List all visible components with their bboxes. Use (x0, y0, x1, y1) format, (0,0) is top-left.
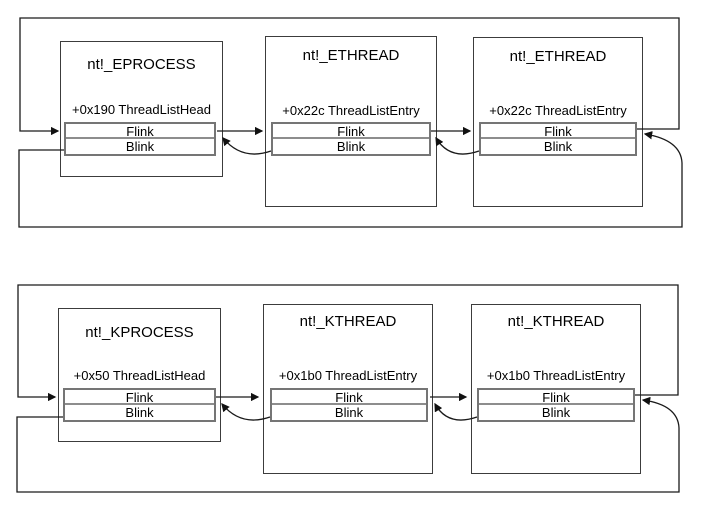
blink-cell: Blink (541, 405, 571, 420)
blink-cell: Blink (125, 139, 155, 154)
offset-field-label: +0x22c ThreadListEntry (489, 103, 627, 118)
list-entry-rows: Flink Blink (63, 388, 216, 422)
offset-field-label: +0x190 ThreadListHead (72, 102, 211, 117)
flink-cell: Flink (481, 124, 635, 139)
offset-field-label: +0x1b0 ThreadListEntry (486, 368, 626, 383)
blink-arrow-t1-to-head (222, 137, 272, 155)
list-entry-rows: Flink Blink (479, 122, 637, 156)
flink-cell: Flink (479, 390, 633, 405)
blink-cell: Blink (543, 139, 573, 154)
flink-cell: Flink (65, 390, 214, 405)
struct-title: nt!_KTHREAD (299, 313, 397, 330)
offset-field-label: +0x22c ThreadListEntry (282, 103, 420, 118)
struct-title: nt!_KPROCESS (85, 324, 194, 341)
flink-cell: Flink (273, 124, 429, 139)
flink-cell: Flink (272, 390, 426, 405)
struct-title: nt!_ETHREAD (302, 47, 400, 64)
kthread-box-2: nt!_KTHREAD +0x1b0 ThreadListEntry Flink… (471, 304, 641, 474)
blink-cell: Blink (334, 405, 364, 420)
ethread-box-2: nt!_ETHREAD +0x22c ThreadListEntry Flink… (473, 37, 643, 207)
kthread-box-1: nt!_KTHREAD +0x1b0 ThreadListEntry Flink… (263, 304, 433, 474)
blink-cell: Blink (336, 139, 366, 154)
list-entry-rows: Flink Blink (270, 388, 428, 422)
blink-cell: Blink (125, 405, 154, 420)
eprocess-box: nt!_EPROCESS +0x190 ThreadListHead Flink… (60, 41, 223, 177)
list-entry-rows: Flink Blink (271, 122, 431, 156)
struct-title: nt!_ETHREAD (509, 48, 607, 65)
list-entry-rows: Flink Blink (477, 388, 635, 422)
offset-field-label: +0x50 ThreadListHead (73, 368, 206, 383)
flink-cell: Flink (66, 124, 214, 139)
struct-title: nt!_KTHREAD (507, 313, 605, 330)
kprocess-box: nt!_KPROCESS +0x50 ThreadListHead Flink … (58, 308, 221, 442)
list-entry-rows: Flink Blink (64, 122, 216, 156)
struct-title: nt!_EPROCESS (87, 56, 196, 73)
ethread-box-1: nt!_ETHREAD +0x22c ThreadListEntry Flink… (265, 36, 437, 207)
offset-field-label: +0x1b0 ThreadListEntry (278, 368, 418, 383)
